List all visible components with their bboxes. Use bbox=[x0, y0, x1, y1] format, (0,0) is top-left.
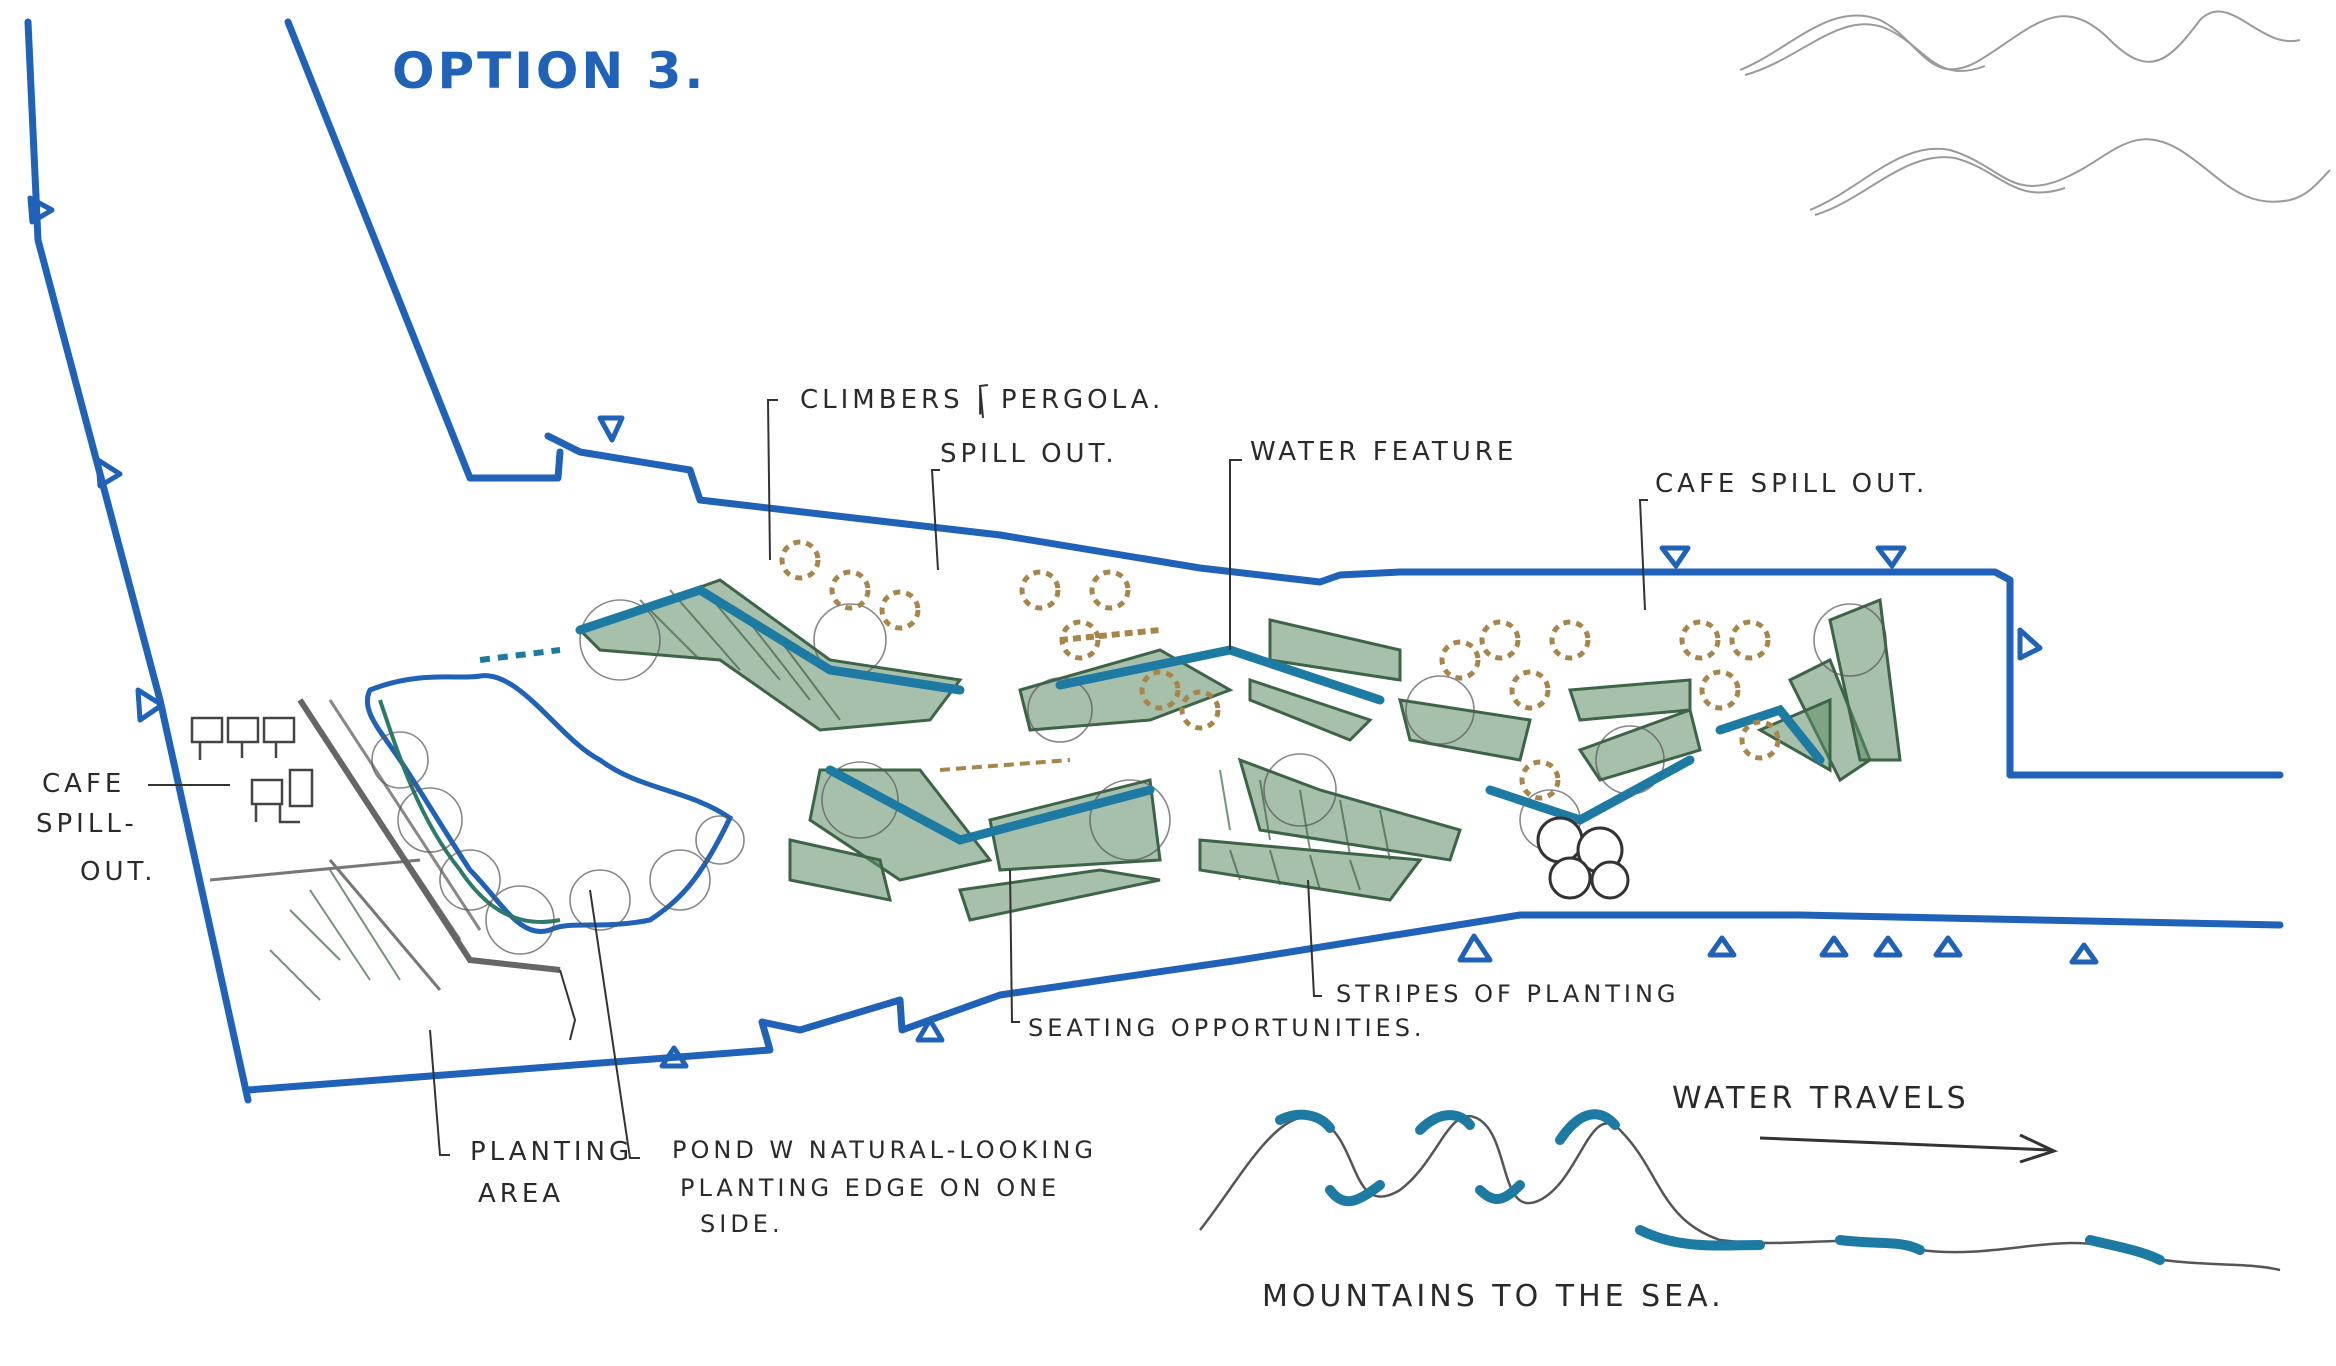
label-stripes-of-planting: STRIPES OF PLANTING bbox=[1336, 980, 1680, 1008]
planting-bed bbox=[1237, 757, 1462, 862]
label-water-travels: WATER TRAVELS bbox=[1672, 1081, 1970, 1116]
entrance-triangle-icon bbox=[1659, 545, 1691, 569]
planting-bed bbox=[808, 768, 993, 882]
sketch-title: OPTION 3. bbox=[392, 42, 706, 100]
arrow-right-icon bbox=[1759, 1133, 2059, 1164]
planting-bed bbox=[1577, 708, 1702, 782]
planting-bed bbox=[958, 868, 1161, 922]
entrance-triangle-icon bbox=[597, 415, 625, 443]
entrance-triangle-icon bbox=[135, 687, 165, 723]
label-cafe-spill-out-left: CAFE SPILL- OUT. bbox=[36, 769, 157, 887]
leader-lines bbox=[148, 384, 1648, 1159]
water-travels-diagram: WATER TRAVELS MOUNTAINS TO THE SEA. bbox=[1199, 1081, 2281, 1314]
planting-bed bbox=[1248, 677, 1373, 742]
planting-bed bbox=[1018, 648, 1234, 732]
entrance-triangle-icon bbox=[2017, 627, 2043, 661]
entrance-triangle-icon bbox=[659, 1045, 689, 1069]
site-boundary bbox=[24, 18, 2284, 1104]
entrance-triangle-icon bbox=[1933, 935, 1963, 958]
label-planting-area: PLANTING AREA bbox=[470, 1137, 645, 1209]
entrance-triangle-icon bbox=[1457, 933, 1493, 963]
entrance-triangle-icon bbox=[2069, 942, 2099, 965]
planting-stripes bbox=[577, 578, 1902, 922]
entrance-markers bbox=[27, 195, 2099, 1069]
cafe-furniture-left bbox=[190, 716, 314, 824]
planting-bed bbox=[788, 838, 893, 902]
label-water-feature: WATER FEATURE bbox=[1250, 437, 1517, 467]
entrance-triangle-icon bbox=[1819, 935, 1849, 958]
entrance-triangle-icon bbox=[1707, 935, 1737, 958]
label-mountains-to-sea: MOUNTAINS TO THE SEA. bbox=[1262, 1279, 1725, 1314]
planting-bed bbox=[577, 578, 963, 732]
entrance-triangle-icon bbox=[1875, 545, 1907, 569]
planting-bed bbox=[1567, 678, 1692, 722]
entrance-triangle-icon bbox=[27, 195, 55, 225]
planting-bed bbox=[1397, 698, 1532, 762]
label-climbers-pergola: CLIMBERS | PERGOLA. bbox=[800, 385, 1164, 415]
planting-bed bbox=[1198, 838, 1423, 902]
label-cafe-spill-out-right: CAFE SPILL OUT. bbox=[1655, 469, 1928, 499]
label-pond: POND W NATURAL-LOOKING PLANTING EDGE ON … bbox=[672, 1136, 1109, 1238]
seating-clusters bbox=[779, 539, 1781, 801]
tree-cluster bbox=[1536, 816, 1630, 900]
pond bbox=[364, 647, 745, 955]
entrance-triangle-icon bbox=[95, 457, 123, 489]
entrance-triangle-icon bbox=[915, 1017, 945, 1043]
planting-area-left bbox=[209, 698, 561, 1001]
pencil-wave-sketches bbox=[1739, 10, 2331, 216]
entrance-triangle-icon bbox=[1873, 935, 1903, 958]
planting-bed bbox=[1268, 618, 1402, 682]
label-seating-opportunities: SEATING OPPORTUNITIES. bbox=[1028, 1014, 1426, 1042]
label-spill-out: SPILL OUT. bbox=[940, 439, 1118, 469]
